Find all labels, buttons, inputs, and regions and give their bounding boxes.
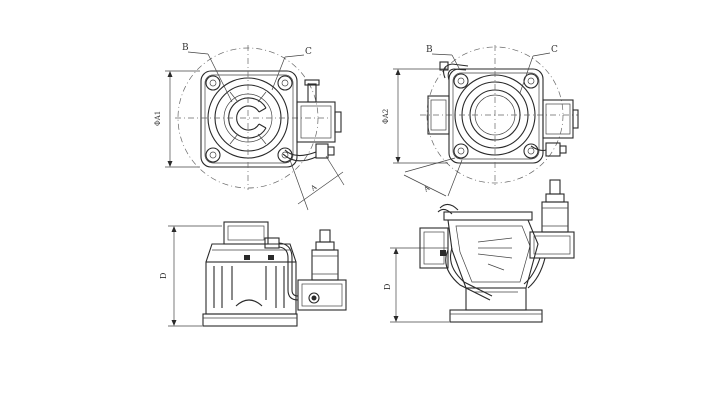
callout-b-right: B <box>426 45 433 55</box>
callout-b-left: B <box>182 43 189 53</box>
side-view-left: D <box>159 221 347 327</box>
plan-view-right: B C ΦA2 A <box>382 45 579 197</box>
callout-c-right: C <box>551 45 558 55</box>
dim-height-side-right: D <box>383 284 392 290</box>
side-view-right: D <box>383 179 575 323</box>
dim-diag-right: A <box>422 184 432 195</box>
dim-height-right: ΦA2 <box>382 109 390 124</box>
plan-view-left: B C ΦA1 A <box>154 43 345 211</box>
callout-c-left: C <box>305 47 312 57</box>
dim-diag-left: A <box>309 183 319 194</box>
dim-height-side-left: D <box>159 273 168 279</box>
dim-height-left: ΦA1 <box>154 111 162 126</box>
